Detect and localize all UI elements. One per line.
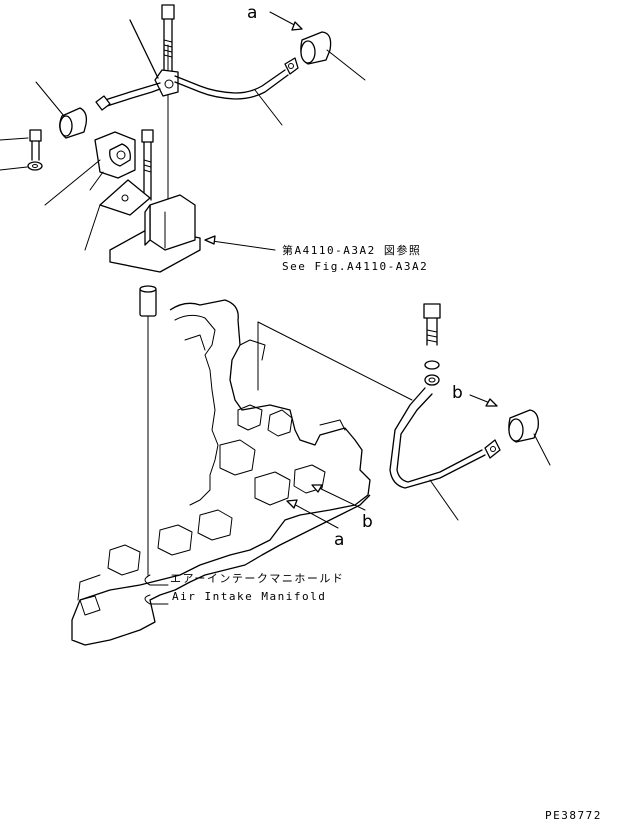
- upper-clamp: [129, 19, 179, 97]
- lower-heater-pipe: [257, 321, 501, 521]
- left-cap: [35, 81, 88, 139]
- manifold-leader: [144, 574, 169, 605]
- triangular-plate: [84, 179, 151, 251]
- figure-code: PE38772: [545, 809, 602, 822]
- reference-note-en: See Fig.A4110-A3A2: [282, 260, 428, 273]
- marker-b-right: b: [452, 383, 463, 403]
- marker-a-engine: a: [334, 530, 344, 550]
- upper-heater-pipe: [95, 57, 299, 126]
- left-washer: [0, 161, 43, 171]
- spacer-tube: [139, 285, 157, 317]
- clamp-bracket: [44, 131, 136, 206]
- middle-bolt: [141, 129, 154, 201]
- cap-b-right: [508, 409, 551, 466]
- engine-block: [71, 299, 371, 646]
- left-bolt: [0, 129, 42, 161]
- manifold-label-jp: エアーインテークマニホールド: [170, 572, 344, 585]
- marker-b-engine: b: [362, 512, 373, 532]
- cap-a-top: [300, 31, 366, 81]
- top-bolt: [161, 4, 175, 73]
- port-arrows: [269, 11, 498, 529]
- marker-a-top: a: [247, 3, 257, 23]
- reference-note-jp: 第A4110-A3A2 図参照: [282, 243, 421, 257]
- mounting-block: [109, 194, 276, 273]
- manifold-label-en: Air Intake Manifold: [172, 590, 326, 603]
- right-bolt: [423, 303, 441, 386]
